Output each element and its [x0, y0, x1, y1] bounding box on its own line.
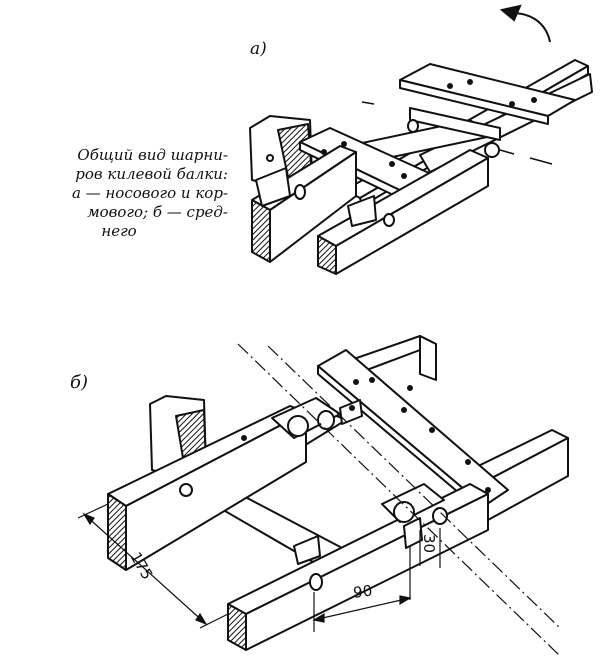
rotation-arrow — [499, 4, 551, 43]
label-a: а) — [250, 39, 267, 59]
dimension-lines — [77, 503, 441, 632]
figure-b-middle-hinge — [107, 335, 569, 651]
dimension-90: 90 — [352, 581, 373, 601]
figure-caption: Общий вид шарни- ров килевой балки: а — … — [10, 146, 228, 241]
caption-line: него — [101, 222, 137, 240]
axis-line-a — [361, 101, 553, 165]
caption-line: ров килевой балки: — [75, 165, 228, 183]
caption-line: мового; б — сред- — [87, 203, 228, 221]
caption-line: Общий вид шарни- — [77, 146, 228, 164]
dimension-30: 30 — [420, 534, 438, 553]
axis-lines-b — [237, 343, 561, 657]
caption-line: а — носового и кор- — [71, 184, 228, 202]
label-b: б) — [70, 372, 88, 393]
figure-a-bow-stern-hinge — [249, 59, 593, 275]
crossbar-diagonal — [317, 349, 509, 507]
